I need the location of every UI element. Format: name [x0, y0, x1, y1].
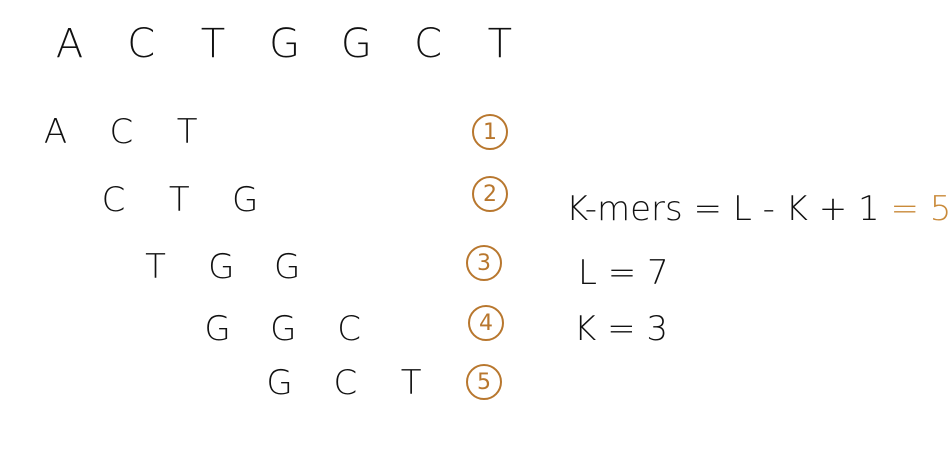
kmer-letter: A — [43, 112, 68, 152]
kmer-letter: G — [273, 247, 301, 287]
kmer-row-5: G C T — [252, 366, 439, 400]
kmer-index-3: 3 — [466, 245, 502, 281]
kmer-row-4: G G C — [190, 312, 377, 346]
kmer-letter: C — [109, 112, 134, 152]
formula-result: = 5 — [890, 189, 951, 229]
kmer-letter: C — [333, 363, 358, 403]
kmer-letter: T — [168, 180, 190, 220]
sequence-letter: C — [127, 21, 156, 67]
kmer-letter: G — [231, 180, 259, 220]
sequence-letter: G — [269, 21, 301, 67]
sequence-letter: T — [200, 21, 226, 67]
kmers-formula: K-mers = L - K + 1 = 5 — [566, 192, 951, 226]
kmer-letter: T — [176, 112, 198, 152]
sequence-letter: T — [487, 21, 513, 67]
formula-lhs: K-mers = L - K + 1 — [566, 189, 880, 229]
kmer-letter: C — [101, 180, 126, 220]
sequence-letter: C — [414, 21, 443, 67]
kmer-letter: G — [270, 309, 297, 349]
kmer-row-3: T G G — [128, 250, 315, 284]
kmer-letter: T — [400, 363, 422, 403]
kmer-letter: T — [145, 247, 166, 287]
kmer-letter: G — [266, 363, 293, 403]
kmer-index-4: 4 — [468, 305, 504, 341]
kmer-letter: G — [208, 247, 235, 287]
kmer-row-1: A C T — [28, 115, 215, 149]
kmer-row-2: C T G — [86, 183, 273, 217]
kmer-index-1: 1 — [472, 114, 508, 150]
kmer-letter: G — [204, 309, 231, 349]
kmer-index-5: 5 — [466, 364, 502, 400]
sequence-letter: A — [55, 21, 84, 67]
full-sequence: A C T G G C T — [40, 24, 529, 64]
kmer-letter: C — [337, 309, 361, 349]
kmer-index-2: 2 — [472, 176, 508, 212]
sequence-letter: G — [340, 21, 372, 67]
k-line: K = 3 — [574, 309, 669, 349]
length-line: L = 7 — [578, 253, 669, 293]
